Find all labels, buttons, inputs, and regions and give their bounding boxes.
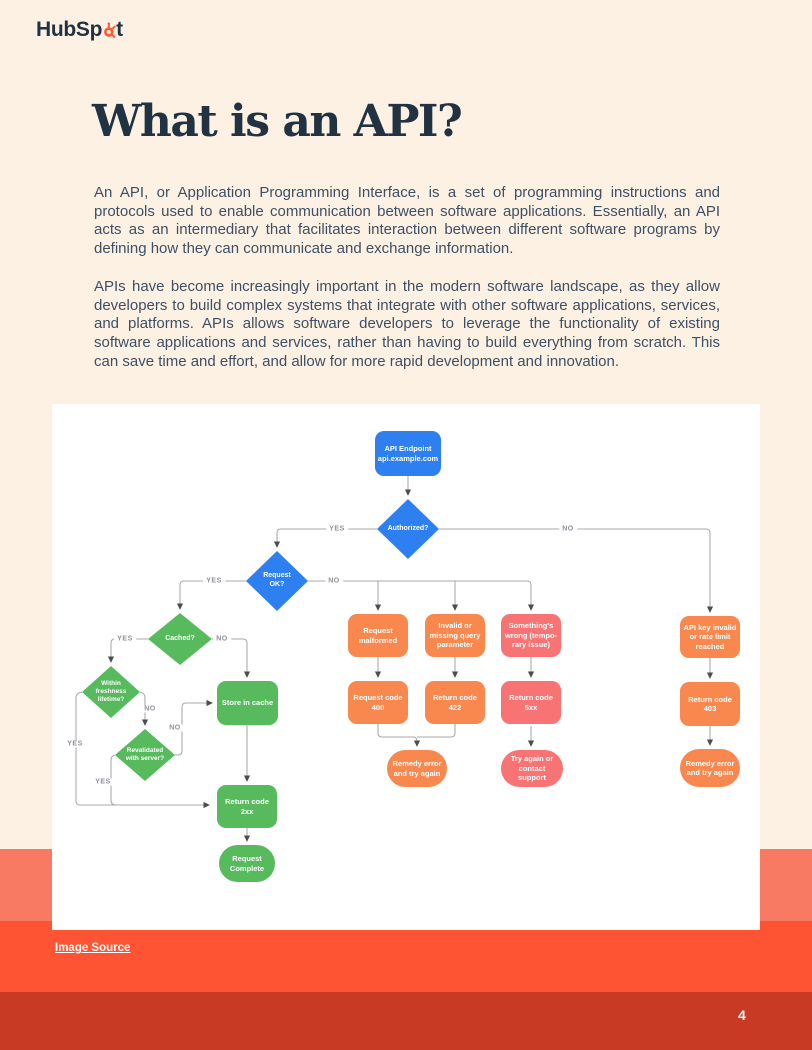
page-number: 4: [738, 1007, 746, 1023]
edge-label-freshness-yes: YES: [64, 740, 86, 748]
footer-band-red: [0, 992, 812, 1050]
logo-text-suffix: t: [116, 18, 123, 41]
node-invalid-query: Invalid or missing query parameter: [425, 614, 485, 657]
node-store-in-cache: Store in cache: [217, 681, 278, 725]
edge-label-request-ok-yes: YES: [203, 577, 225, 585]
node-request-code-400: Request code 400: [348, 681, 408, 724]
logo-text-prefix: HubSp: [36, 18, 103, 41]
image-source-link[interactable]: Image Source: [55, 942, 131, 954]
node-return-code-5xx: Return code 5xx: [501, 681, 561, 724]
node-return-code-403: Return code 403: [680, 682, 740, 726]
node-request-complete: Request Complete: [219, 845, 275, 882]
node-try-again-support: Try again or contact support: [501, 750, 563, 787]
page-title: What is an API?: [92, 96, 463, 147]
hubspot-sprocket-icon: [103, 22, 116, 38]
node-return-code-422: Return code 422: [425, 681, 485, 724]
node-request-malformed: Request malformed: [348, 614, 408, 657]
edge-label-cached-no: NO: [213, 635, 231, 643]
flowchart-card: YES NO YES NO YES NO NO YES YES NO API E…: [52, 404, 760, 930]
edge-label-cached-yes: YES: [114, 635, 136, 643]
flowchart-connectors: [75, 476, 714, 842]
edge-label-revalidated-yes: YES: [92, 778, 114, 786]
intro-paragraph: An API, or Application Programming Inter…: [94, 184, 720, 258]
node-remedy-error-mid: Remedy error and try again: [387, 750, 447, 787]
importance-paragraph: APIs have become increasingly important …: [94, 277, 720, 370]
edge-label-request-ok-no: NO: [325, 577, 343, 585]
node-api-endpoint: API Endpoint api.example.com: [375, 431, 441, 476]
node-remedy-error-right: Remedy error and try again: [680, 749, 740, 787]
edge-label-authorized-yes: YES: [326, 525, 348, 533]
edge-label-revalidated-no: NO: [166, 724, 184, 732]
node-somethings-wrong: Something's wrong (tempo­rary issue): [501, 614, 561, 657]
body-copy: An API, or Application Programming Inter…: [94, 184, 720, 390]
node-api-key-invalid: API key invalid or rate limit reached: [680, 616, 740, 658]
edge-label-freshness-no: NO: [141, 705, 159, 713]
hubspot-logo: HubSp t: [36, 18, 123, 42]
footer-band-orange: [0, 921, 812, 992]
node-return-code-2xx: Return code 2xx: [217, 785, 277, 828]
edge-label-authorized-no: NO: [559, 525, 577, 533]
